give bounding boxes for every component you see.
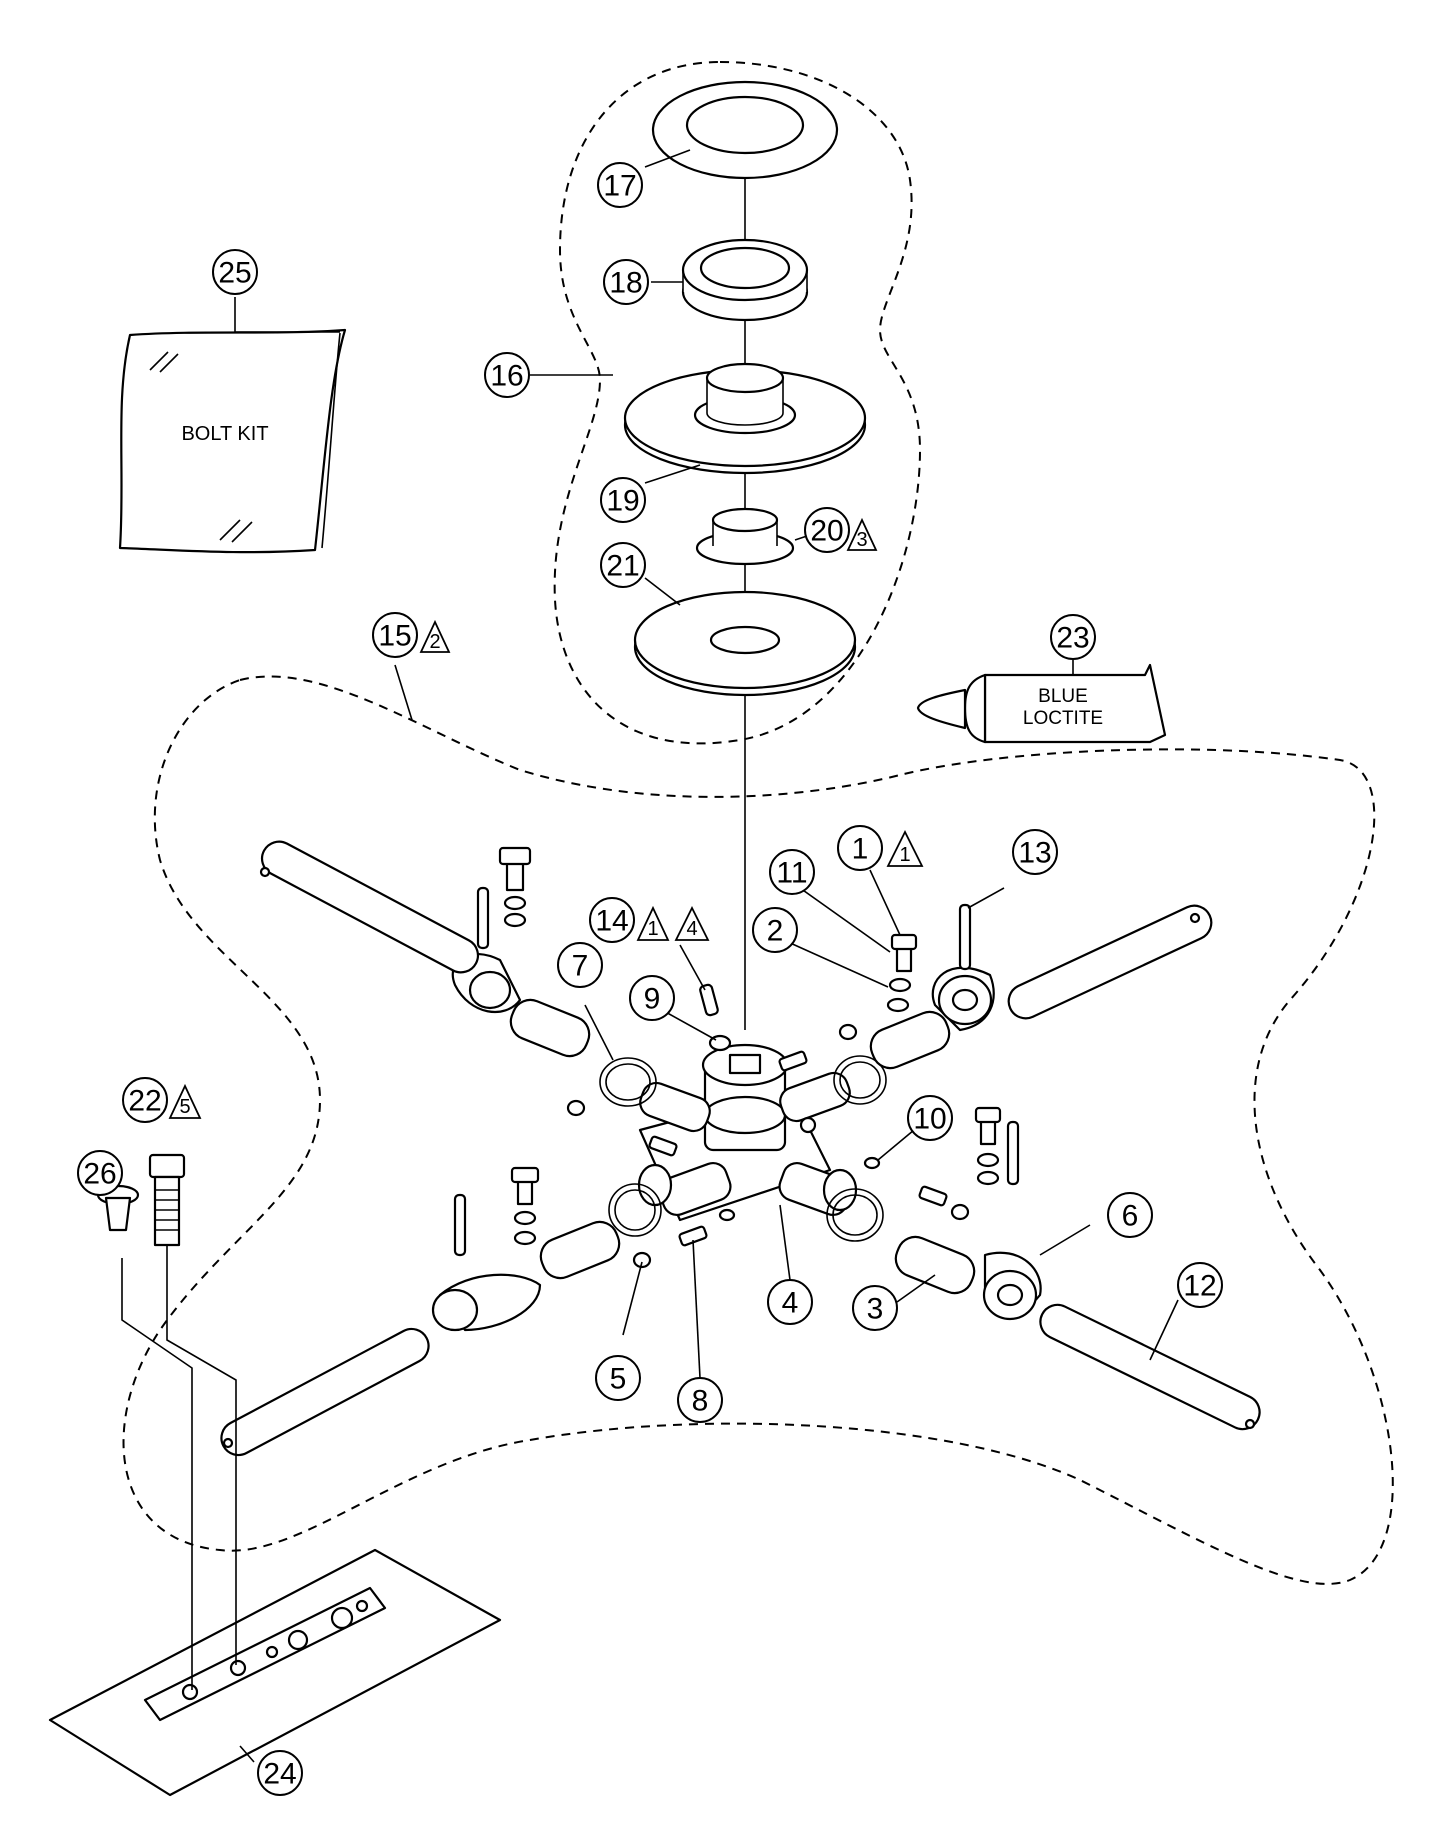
sleeves (509, 998, 976, 1295)
svg-text:24: 24 (263, 1758, 296, 1791)
callout-23: 23 (1050, 614, 1096, 660)
svg-text:16: 16 (490, 360, 523, 393)
pivot-stack (623, 80, 867, 1030)
svg-text:7: 7 (572, 950, 589, 983)
callout-17: 17 (597, 162, 643, 208)
callout-18: 18 (603, 259, 649, 305)
bolt-kit-bag: BOLT KIT (118, 328, 347, 554)
callout-12: 12 (1177, 1262, 1223, 1308)
callout-11: 11 (769, 849, 815, 895)
callout-9: 9 (629, 975, 675, 1021)
pivot-plate (623, 362, 867, 475)
svg-text:23: 23 (1056, 622, 1089, 655)
svg-text:17: 17 (603, 170, 636, 203)
callout-16: 16 (484, 352, 530, 398)
group-15-boundary (122, 675, 1394, 1585)
svg-text:2: 2 (767, 915, 784, 948)
svg-text:18: 18 (609, 267, 642, 300)
group-16-boundary (553, 60, 922, 745)
bolt-kit-label: BOLT KIT (181, 423, 268, 445)
washer-ring (651, 80, 839, 180)
center-hub (637, 1043, 858, 1222)
torsion-springs (599, 1055, 887, 1242)
mount-bolt (148, 1153, 186, 1247)
svg-text:9: 9 (644, 983, 661, 1016)
callout-1: 1 1 (837, 825, 924, 871)
callout-8: 8 (677, 1377, 723, 1423)
svg-text:11: 11 (776, 857, 807, 890)
svg-text:8: 8 (692, 1385, 709, 1418)
svg-text:1: 1 (852, 833, 869, 866)
leader-lines (121, 149, 1179, 1763)
callout-5: 5 (595, 1355, 641, 1401)
svg-text:4: 4 (686, 918, 697, 940)
callout-3: 3 (852, 1285, 898, 1331)
bushing (695, 507, 795, 566)
callout-22: 22 5 (122, 1077, 202, 1123)
svg-text:26: 26 (83, 1158, 116, 1191)
svg-text:3: 3 (856, 529, 867, 551)
svg-text:20: 20 (810, 515, 843, 548)
callout-7: 7 (557, 942, 603, 988)
svg-text:14: 14 (595, 905, 628, 938)
elbow-arms (431, 952, 1042, 1332)
callout-25: 25 (212, 249, 258, 295)
bearing (681, 238, 809, 322)
callout-21: 21 (600, 542, 646, 588)
svg-text:1: 1 (899, 844, 910, 866)
svg-text:5: 5 (179, 1096, 190, 1118)
callout-15: 15 2 (372, 612, 451, 658)
svg-text:13: 13 (1018, 837, 1051, 870)
svg-text:3: 3 (867, 1293, 884, 1326)
loctite-label-line2: LOCTITE (1023, 708, 1103, 729)
svg-text:25: 25 (218, 257, 251, 290)
svg-text:6: 6 (1122, 1200, 1139, 1233)
callout-24: 24 (257, 1750, 303, 1796)
base-plate (48, 1548, 502, 1797)
thrust-washer (633, 590, 857, 697)
svg-text:10: 10 (913, 1103, 946, 1136)
loctite-tube: BLUE LOCTITE (916, 663, 1167, 744)
callout-10: 10 (907, 1095, 953, 1141)
svg-text:19: 19 (606, 485, 639, 518)
callout-26: 26 (77, 1150, 123, 1196)
callout-13: 13 (1012, 829, 1058, 875)
svg-text:1: 1 (647, 918, 658, 940)
svg-text:4: 4 (782, 1287, 799, 1320)
svg-text:22: 22 (128, 1085, 161, 1118)
hardware (453, 846, 1020, 1269)
callout-4: 4 (767, 1279, 813, 1325)
callout-20: 20 3 (804, 507, 878, 553)
loctite-label-line1: BLUE (1038, 686, 1088, 707)
arms (220, 840, 1261, 1457)
svg-text:5: 5 (610, 1363, 627, 1396)
svg-text:2: 2 (429, 631, 440, 653)
callout-2: 2 (752, 907, 798, 953)
svg-text:21: 21 (606, 550, 639, 583)
callout-14: 14 1 4 (589, 897, 710, 943)
svg-text:15: 15 (378, 620, 411, 653)
callout-19: 19 (600, 477, 646, 523)
svg-text:12: 12 (1183, 1270, 1216, 1303)
callout-6: 6 (1107, 1192, 1153, 1238)
